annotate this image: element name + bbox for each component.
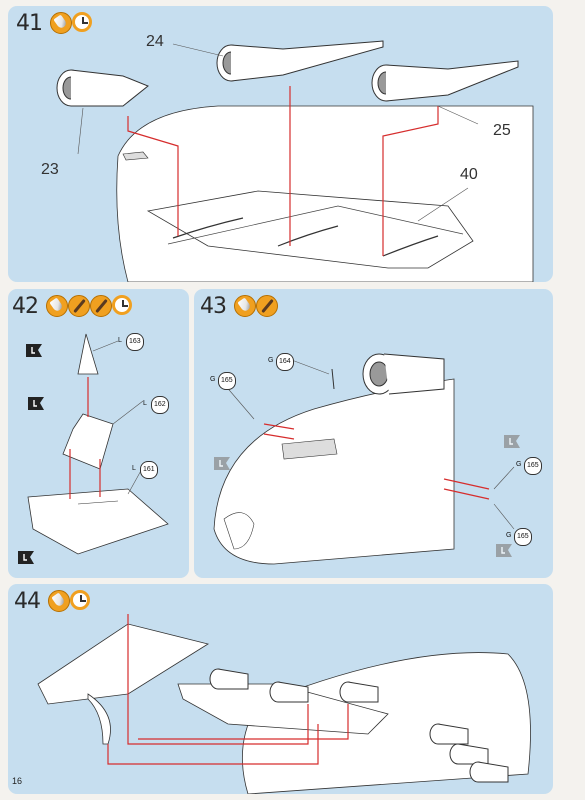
clock-icon — [112, 295, 132, 315]
pylon-1 — [172, 217, 244, 239]
part-letter: G — [516, 461, 522, 468]
engine-25 — [371, 60, 519, 102]
part-number-tag: 165 — [218, 372, 236, 390]
assembly-arrow — [127, 116, 179, 236]
step-42-illustration — [27, 333, 169, 555]
leader-line — [437, 105, 479, 125]
cockpit-windows — [122, 151, 149, 161]
leader-line — [417, 187, 469, 222]
part-letter: L — [143, 400, 147, 407]
callout-23: 23 — [41, 161, 59, 178]
glue-icon — [50, 12, 72, 34]
callout-25: 25 — [493, 122, 511, 139]
nose-cone — [223, 512, 255, 550]
assembly-arrow — [443, 488, 490, 500]
step-42-panel: 42 L 163 L 162 L 161 — [8, 289, 189, 578]
part-letter: G — [268, 357, 274, 364]
callout-24: 24 — [146, 33, 164, 50]
pylon-2 — [277, 225, 339, 247]
assembly-arrow — [382, 106, 439, 256]
fin-middle-part — [62, 413, 114, 470]
step-41-illustration — [56, 40, 534, 282]
step-44-illustration — [37, 614, 531, 794]
tail-fin — [87, 693, 111, 745]
step-43-illustration — [213, 353, 515, 565]
decal-flag-icon — [496, 544, 512, 557]
part-number-tag: 164 — [276, 353, 294, 371]
engine — [469, 761, 509, 783]
leader-line — [77, 107, 84, 155]
engine — [449, 743, 489, 765]
step-number: 41 — [16, 11, 43, 36]
antenna-part — [331, 368, 335, 390]
decal-flag-icon — [214, 457, 230, 470]
part-number-tag: 162 — [151, 396, 169, 414]
decal-flag-icon — [18, 551, 34, 564]
engine — [269, 681, 309, 703]
leader-line — [172, 43, 224, 57]
cockpit-windows — [281, 438, 338, 460]
engine-23 — [56, 69, 149, 107]
page-number: 16 — [12, 776, 23, 786]
clock-icon — [70, 590, 90, 610]
engine-24 — [216, 40, 384, 82]
part-letter: L — [132, 465, 136, 472]
step-41-panel: 41 — [8, 6, 553, 282]
engine — [209, 668, 249, 690]
part-letter: G — [506, 532, 512, 539]
fin-tip-part — [77, 333, 99, 375]
assembly-arrow — [443, 478, 490, 490]
part-number-tag: 161 — [140, 461, 158, 479]
part-number-tag: 165 — [514, 528, 532, 546]
step-number: 42 — [12, 294, 39, 319]
step-number: 43 — [200, 294, 227, 319]
assembly-arrow — [263, 433, 295, 440]
part-letter: G — [210, 376, 216, 383]
glue-icon — [48, 590, 70, 612]
step-44-panel: 44 — [8, 584, 553, 794]
part-number-tag: 165 — [524, 457, 542, 475]
step-43-panel: 43 G 164 G 165 G 165 G 165 — [194, 289, 553, 578]
paint-icon — [256, 295, 278, 317]
decal-flag-icon — [504, 435, 520, 448]
part-number-tag: 163 — [126, 333, 144, 351]
assembly-arrow — [138, 704, 349, 740]
clock-icon — [72, 12, 92, 32]
decal-flag-icon — [28, 397, 44, 410]
wing-leading-edge — [167, 205, 464, 245]
assembly-arrow — [127, 614, 309, 745]
assembly-arrow — [263, 423, 295, 430]
assembly-arrow — [107, 724, 319, 765]
tail-stabilizer — [37, 623, 210, 705]
callout-40: 40 — [460, 166, 478, 183]
fuselage-nose — [213, 378, 455, 565]
pylon-3 — [382, 235, 439, 257]
step-number: 44 — [14, 589, 41, 614]
paint-icon — [90, 295, 112, 317]
stabilizer-part — [27, 488, 169, 555]
part-letter: L — [118, 337, 122, 344]
engine — [339, 681, 379, 703]
decal-flag-icon — [26, 344, 42, 357]
engine — [429, 723, 469, 745]
